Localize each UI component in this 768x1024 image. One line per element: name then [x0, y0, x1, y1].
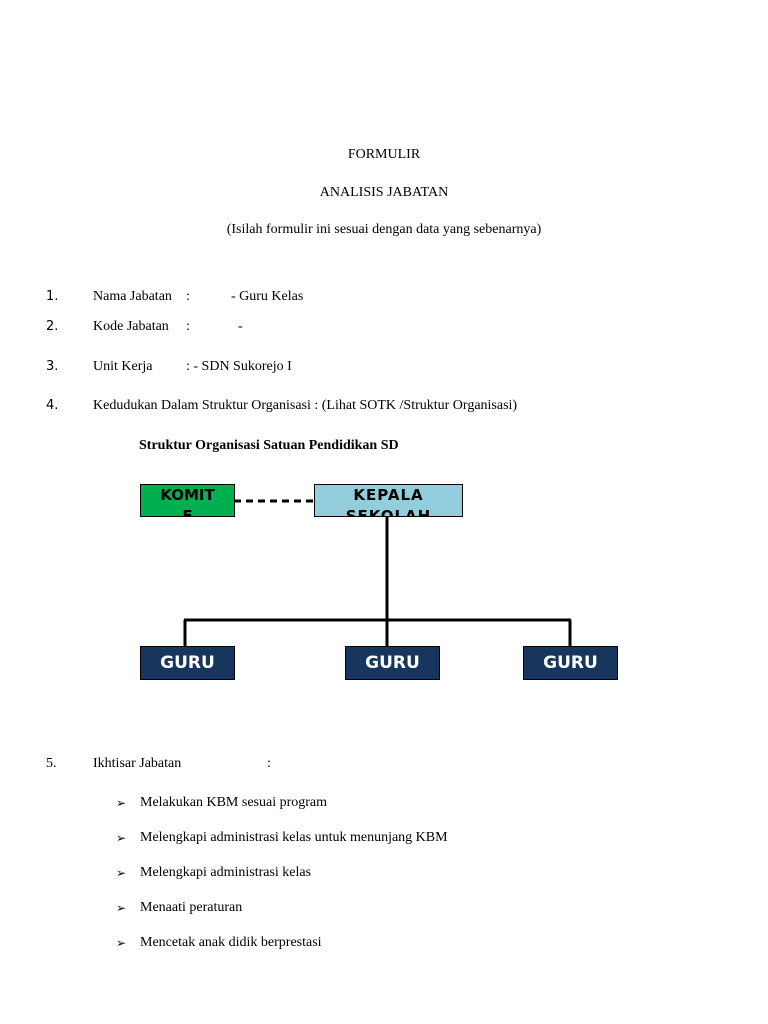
guru-box-3: GURU: [523, 646, 618, 680]
item-separator-2: :: [186, 319, 190, 334]
item-label-5: Ikhtisar Jabatan: [93, 756, 182, 771]
guru-box-1: GURU: [140, 646, 235, 680]
list-item: Melengkapi administrasi kelas: [140, 865, 312, 880]
list-item: Melengkapi administrasi kelas untuk menu…: [140, 830, 448, 845]
komite-box: KOMIT E: [140, 484, 235, 517]
list-item: Menaati peraturan: [140, 900, 243, 915]
arrow-bullet-icon: ➢: [116, 796, 127, 810]
item-value-3: : - SDN Sukorejo I: [186, 359, 292, 374]
arrow-bullet-icon: ➢: [116, 831, 127, 845]
item-number-2: 2.: [46, 319, 59, 334]
item-separator-1: :: [186, 289, 190, 304]
guru-box-2: GURU: [345, 646, 440, 680]
item-number-4: 4.: [46, 398, 59, 413]
item-number-1: 1.: [46, 289, 59, 304]
item-number-3: 3.: [46, 359, 59, 374]
form-instruction: (Isilah formulir ini sesuai dengan data …: [226, 222, 542, 237]
list-item: Mencetak anak didik berprestasi: [140, 935, 322, 950]
item-label-2: Kode Jabatan: [93, 319, 169, 334]
arrow-bullet-icon: ➢: [116, 866, 127, 880]
list-item: Melakukan KBM sesuai program: [140, 795, 328, 810]
arrow-bullet-icon: ➢: [116, 936, 127, 950]
form-subtitle: ANALISIS JABATAN: [319, 185, 449, 200]
kepala-sekolah-box: KEPALA SEKOLAH: [314, 484, 463, 517]
item-label-4: Kedudukan Dalam Struktur Organisasi : (L…: [93, 398, 518, 413]
arrow-bullet-icon: ➢: [116, 901, 127, 915]
org-chart-title: Struktur Organisasi Satuan Pendidikan SD: [139, 438, 399, 453]
item-number-5: 5.: [46, 756, 57, 771]
item-label-3: Unit Kerja: [93, 359, 153, 374]
item-separator-5: :: [267, 756, 271, 771]
item-value-2: -: [238, 319, 243, 334]
item-value-1: - Guru Kelas: [231, 289, 304, 304]
form-title: FORMULIR: [347, 147, 421, 162]
item-label-1: Nama Jabatan: [93, 289, 172, 304]
